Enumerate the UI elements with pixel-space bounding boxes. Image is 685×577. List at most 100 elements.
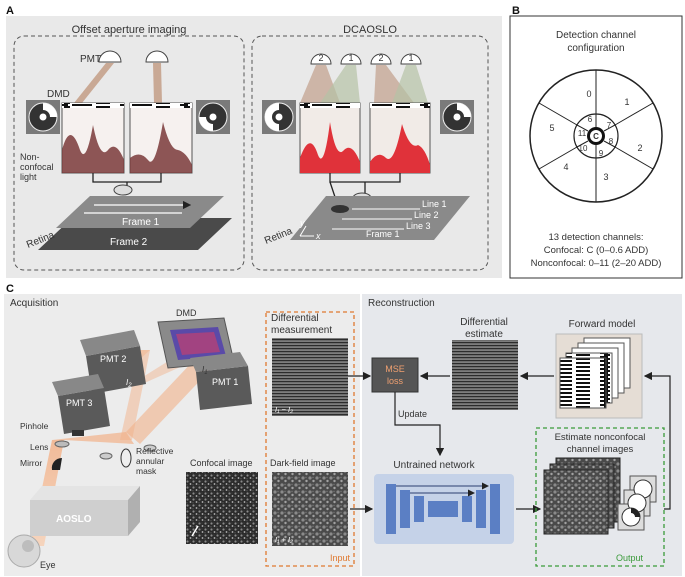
frame1-label: Frame 1	[122, 217, 160, 228]
offset-dashed-box	[13, 35, 245, 271]
axis-x-label: x	[315, 231, 321, 241]
arrow-update	[394, 392, 445, 457]
sector-divider	[614, 146, 654, 170]
confocal-image	[186, 472, 258, 544]
dmd-device: DMD	[157, 308, 235, 369]
panel-c: C Acquisition DMD PMT 2	[4, 283, 682, 576]
pmt2-label: PMT 2	[100, 354, 126, 364]
diff-measurement-title: Differential	[271, 313, 319, 324]
annulus-center	[452, 112, 462, 122]
pmt-number: 2	[378, 53, 383, 63]
unet-block	[476, 490, 486, 528]
retina-plane-front	[56, 196, 224, 228]
pmt1-label: PMT 1	[212, 377, 238, 387]
pinhole-label: Pinhole	[20, 421, 49, 431]
channel-label-confocal: C	[593, 132, 599, 141]
dmd-label: DMD	[176, 308, 197, 318]
aoslo-top	[30, 486, 140, 500]
dmd-pattern	[62, 103, 124, 108]
mask-label: Reflective	[136, 446, 174, 456]
annulus-center	[274, 112, 284, 122]
mirror-label: Mirror	[20, 458, 42, 468]
differential-estimate-image	[452, 340, 518, 410]
channel-label: 0	[586, 89, 591, 99]
panel-b: B Detection channel configuration 0 1	[509, 5, 683, 279]
annulus-segment	[457, 103, 471, 117]
channel-confocal-range: Confocal: C (0–0.6 ADD)	[544, 245, 649, 256]
output-title: channel images	[567, 444, 634, 455]
signal-profile	[130, 122, 192, 173]
annulus-center	[208, 112, 218, 122]
acquisition-section: Acquisition DMD PMT 2 I2	[4, 294, 360, 576]
pmt-face	[58, 388, 110, 434]
channel-label: 11	[578, 129, 587, 138]
diff-measurement-title: measurement	[271, 325, 332, 336]
aoslo-box: AOSLO	[30, 486, 140, 536]
dcaoslo-dashed-box	[251, 35, 489, 271]
channel-icon-stack	[617, 475, 657, 531]
darkfield-title: Dark-field image	[270, 458, 336, 468]
pmt-number: 1	[348, 53, 353, 63]
channel-label: 1	[624, 97, 629, 107]
annulus-segment	[199, 117, 213, 131]
dmd-label: DMD	[47, 89, 70, 100]
input-label: Input	[330, 553, 351, 563]
channel-label: 8	[609, 137, 614, 146]
reconstruction-title: Reconstruction	[368, 298, 435, 309]
input-dashed-box	[265, 311, 355, 567]
dcaoslo-pmts: 2 1 2 1	[310, 53, 422, 65]
reconstruction-section: Reconstruction MSE loss Differential est…	[348, 294, 682, 576]
eye-pupil	[22, 540, 34, 552]
differential-measurement-image	[272, 338, 348, 416]
panel-a: A Offset aperture imaging PMT DMD	[6, 5, 502, 278]
i2-label: I2	[126, 378, 132, 389]
output-dashed-box	[535, 427, 665, 567]
unet-block	[386, 484, 396, 534]
channel-nonconfocal-range: Nonconfocal: 0–11 (2–20 ADD)	[531, 258, 662, 269]
eye-icon	[7, 534, 41, 568]
i2-symbol: I	[126, 378, 129, 387]
offset-aperture-subpanel: Offset aperture imaging PMT DMD	[13, 24, 245, 271]
pmt-top	[52, 374, 104, 396]
pmt3-box: PMT 3	[52, 374, 110, 434]
channel-summary: 13 detection channels:	[548, 232, 643, 243]
dcaoslo-subpanel: DCAOSLO 2 1 2 1	[251, 24, 489, 271]
aoslo-side	[128, 486, 140, 536]
channel-label: 5	[549, 123, 554, 133]
nonconfocal-label: light	[20, 172, 37, 182]
annulus-center	[38, 112, 48, 122]
frame1-label: Frame 1	[366, 229, 400, 239]
mask-label: annular	[136, 456, 165, 466]
dcaoslo-title: DCAOSLO	[343, 24, 397, 36]
i2-subscript: 2	[127, 383, 132, 389]
annulus-segment	[631, 508, 640, 517]
forward-model-layer	[559, 357, 607, 409]
diff-formula: I₁ − I₂	[275, 405, 293, 414]
mse-label: MSE	[385, 364, 405, 374]
light-beam	[320, 65, 360, 103]
light-beam	[52, 432, 134, 444]
output-image-stack	[543, 457, 621, 535]
line3-label: Line 3	[406, 221, 431, 231]
output-title: Estimate nonconfocal	[555, 432, 646, 443]
pmt-icon	[145, 50, 169, 63]
update-label: Update	[398, 409, 427, 419]
sector-divider	[603, 124, 616, 132]
pmt-face	[196, 366, 252, 410]
pmt3-label: PMT 3	[66, 398, 92, 408]
pmt-number: 2	[318, 53, 323, 63]
axis-y	[299, 225, 307, 237]
channel-label: 7	[607, 121, 612, 130]
sector-divider	[538, 146, 578, 170]
light-beam	[392, 65, 428, 103]
diff-estimate-title: Differential	[460, 317, 508, 328]
sector-divider	[576, 124, 589, 132]
pmt-top	[80, 330, 140, 356]
annulus-segment	[43, 103, 57, 117]
pmt-icon	[340, 53, 362, 65]
sector-divider	[576, 140, 589, 148]
unet-icon	[386, 482, 500, 534]
dmd-pattern	[300, 103, 360, 108]
pmt-icon	[400, 53, 422, 65]
untrained-network-title: Untrained network	[393, 460, 475, 471]
